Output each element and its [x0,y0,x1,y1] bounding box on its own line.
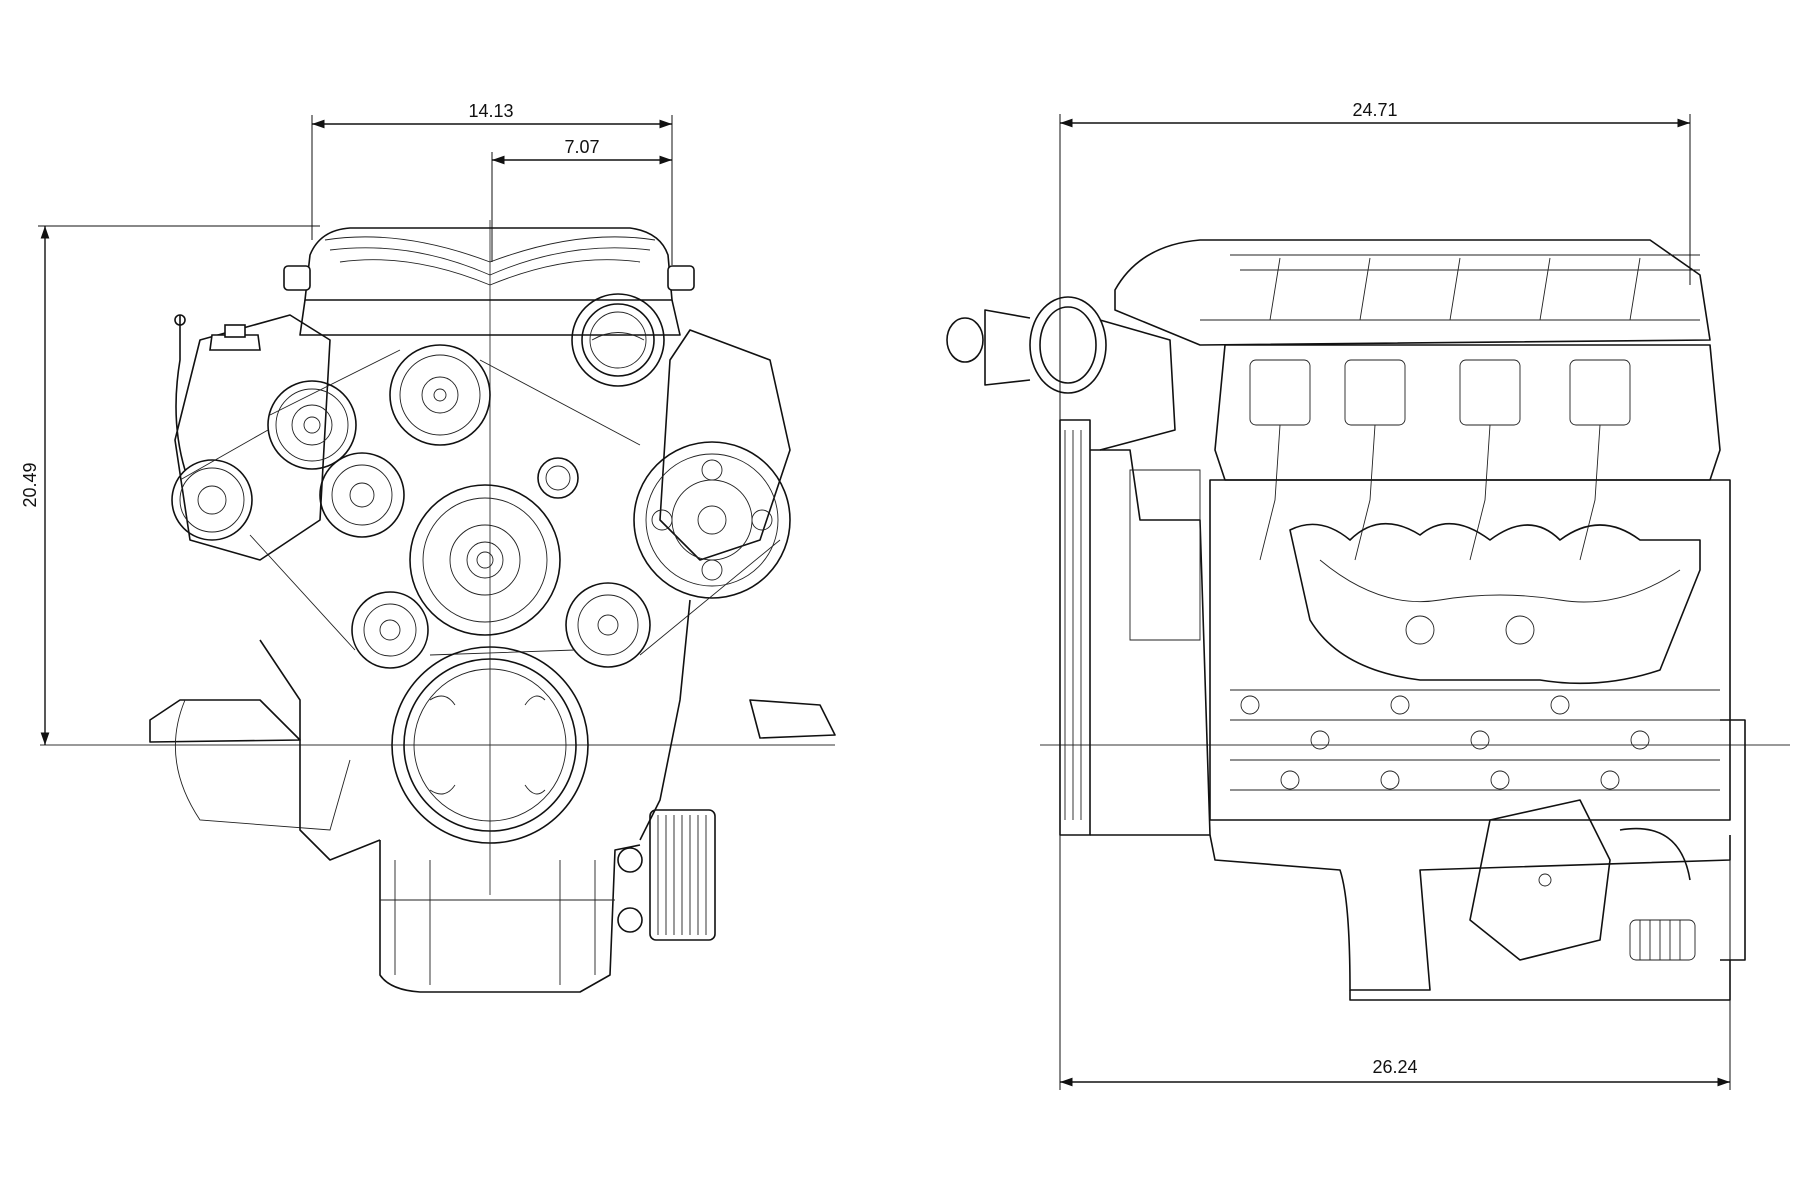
dimension-lines [38,114,1731,1090]
dim-side-top-length: 24.71 [1352,100,1397,120]
dim-side-bottom-length: 26.24 [1372,1057,1417,1077]
front-view [40,220,836,993]
dim-front-height: 20.49 [20,462,40,507]
dim-front-half-width: 7.07 [564,137,599,157]
pulley-set [171,344,791,669]
dim-front-width: 14.13 [468,101,513,121]
side-view [946,239,1790,1001]
